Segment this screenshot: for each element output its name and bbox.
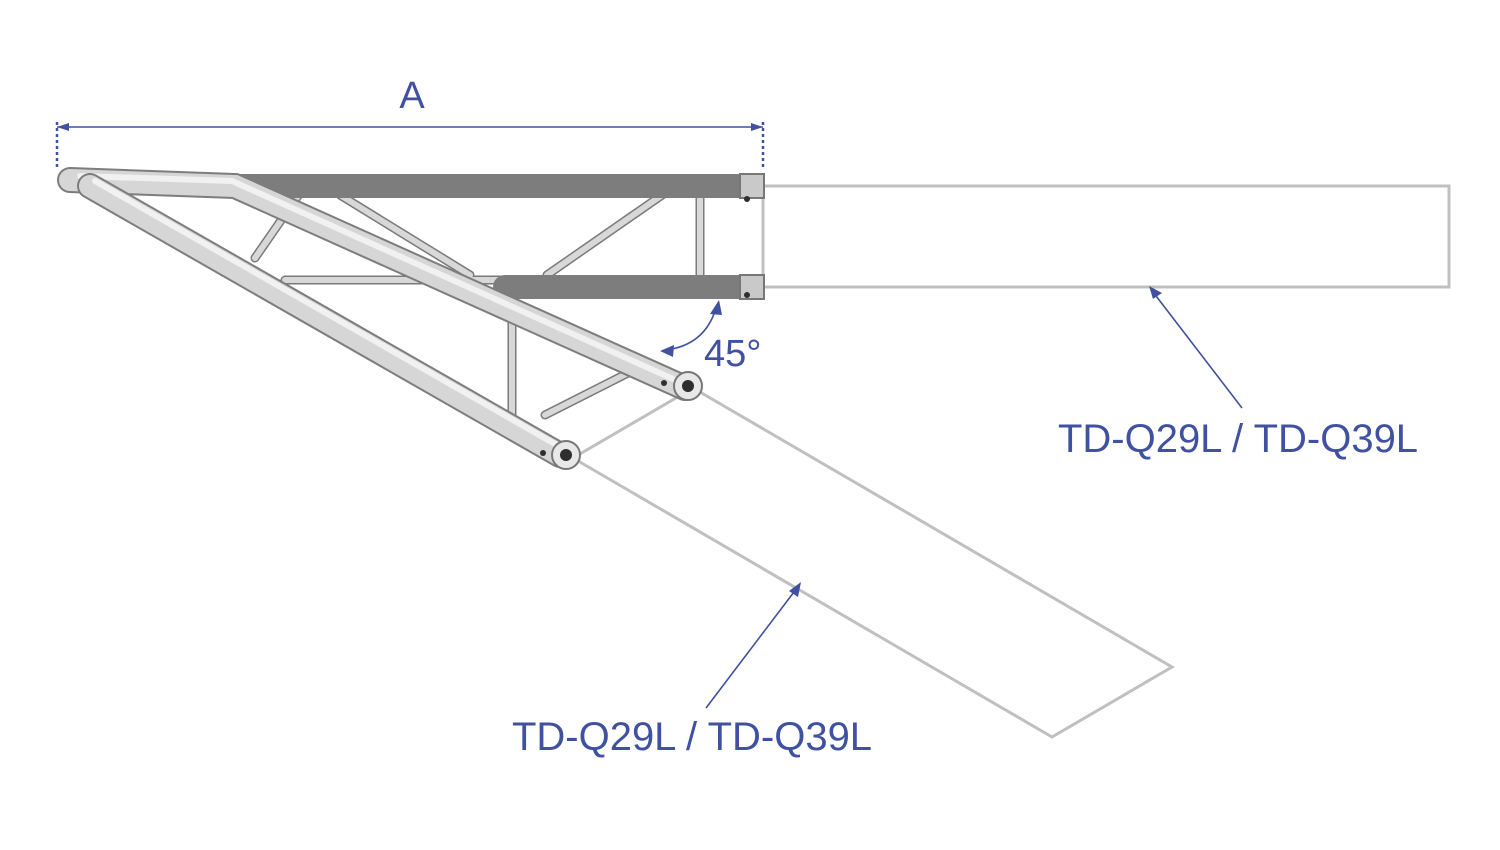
truss-chords-straight xyxy=(223,174,764,299)
angle-arrowhead-bottom xyxy=(660,345,674,357)
truss-connector-ends xyxy=(540,173,765,470)
callout-arrowhead-horizontal xyxy=(1149,286,1162,299)
callout-horizontal: TD-Q29L / TD-Q39L xyxy=(1058,286,1418,461)
truss-chords-diagonal xyxy=(57,167,698,468)
callout-diagonal: TD-Q29L / TD-Q39L xyxy=(512,582,872,759)
connection-label-diagonal: TD-Q29L / TD-Q39L xyxy=(512,715,872,759)
dimension-arrowhead-right xyxy=(751,123,763,131)
callout-leader-horizontal xyxy=(1152,291,1243,409)
callout-leader-diagonal xyxy=(705,587,798,709)
callout-arrowhead-diagonal xyxy=(789,582,801,597)
truss-corner-piece xyxy=(57,167,765,470)
angle-marker: 45° xyxy=(660,300,761,375)
angle-arrowhead-top xyxy=(710,300,722,315)
dimension-label: A xyxy=(399,75,425,117)
connected-truss-horizontal xyxy=(761,184,1451,289)
connection-label-horizontal: TD-Q29L / TD-Q39L xyxy=(1058,417,1418,461)
angle-label: 45° xyxy=(704,333,761,375)
dimension-a: A xyxy=(55,75,765,168)
dimension-arrowhead-left xyxy=(57,123,69,131)
connected-truss-diagonal xyxy=(570,386,1175,739)
truss-bracing xyxy=(250,187,705,425)
